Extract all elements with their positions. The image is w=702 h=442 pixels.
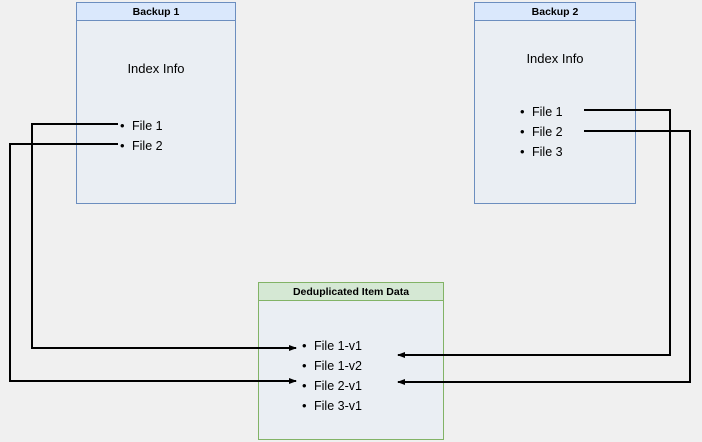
- backup1-body: [76, 21, 236, 204]
- list-item: File 1-v1: [300, 336, 362, 356]
- list-item: File 3: [518, 142, 563, 162]
- backup2-index-label: Index Info: [526, 51, 584, 66]
- backup1-index-label: Index Info: [127, 61, 185, 76]
- list-item: File 2: [518, 122, 563, 142]
- backup2-file-list: File 1 File 2 File 3: [518, 102, 563, 162]
- dedup-title: Deduplicated Item Data: [258, 282, 444, 301]
- backup1-file-list: File 1 File 2: [118, 116, 163, 156]
- list-item: File 1-v2: [300, 356, 362, 376]
- dedup-file-list: File 1-v1 File 1-v2 File 2-v1 File 3-v1: [300, 336, 362, 416]
- list-item: File 1: [518, 102, 563, 122]
- list-item: File 2-v1: [300, 376, 362, 396]
- list-item: File 3-v1: [300, 396, 362, 416]
- list-item: File 1: [118, 116, 163, 136]
- backup1-title: Backup 1: [76, 2, 236, 21]
- backup2-title: Backup 2: [474, 2, 636, 21]
- list-item: File 2: [118, 136, 163, 156]
